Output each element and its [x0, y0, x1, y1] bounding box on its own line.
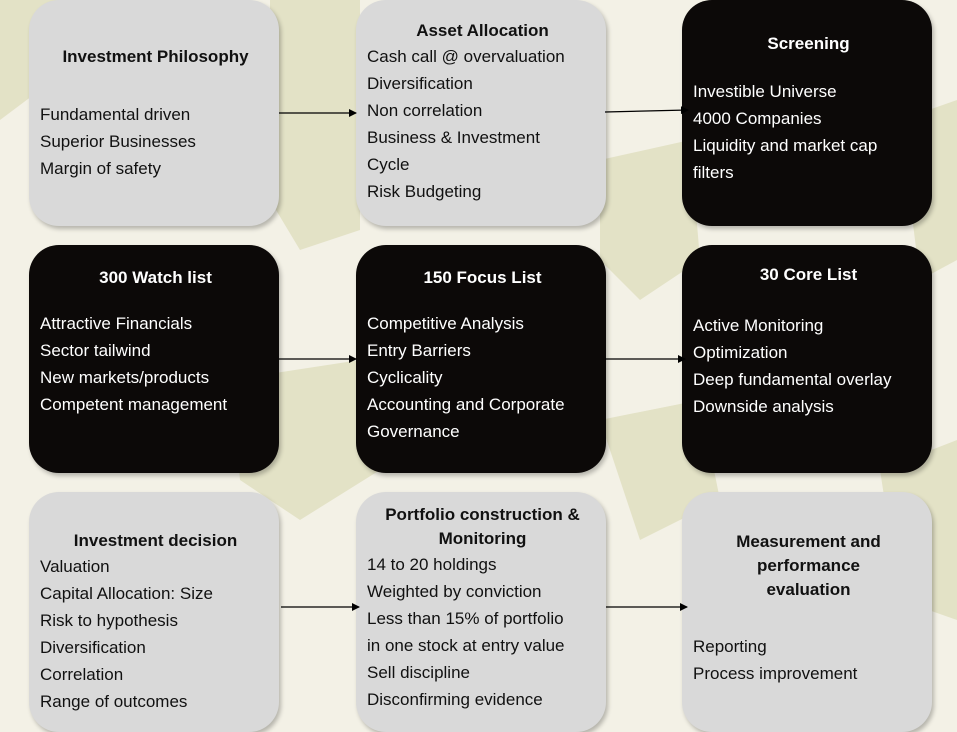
box-line: Range of outcomes — [40, 692, 188, 711]
box-line: Cyclicality — [367, 368, 443, 387]
box-line: 14 to 20 holdings — [367, 555, 497, 574]
box-line: Diversification — [367, 74, 473, 93]
box-300-watch-list: 300 Watch list Attractive Financials Sec… — [29, 245, 279, 473]
box-line: Competitive Analysis — [367, 314, 524, 333]
box-line: Reporting — [693, 637, 767, 656]
box-line: Fundamental driven — [40, 105, 191, 124]
box-lines: Investible Universe 4000 Companies Liqui… — [693, 78, 924, 186]
box-line: Risk Budgeting — [367, 182, 482, 201]
box-line: Attractive Financials — [40, 314, 193, 333]
box-title: Screening — [767, 34, 850, 53]
box-line: Business & Investment — [367, 128, 540, 147]
box-title: Investment Philosophy — [62, 47, 249, 66]
box-investment-decision: Investment decision Valuation Capital Al… — [29, 492, 279, 732]
box-150-focus-list: 150 Focus List Competitive Analysis Entr… — [356, 245, 606, 473]
box-line: Weighted by conviction — [367, 582, 542, 601]
box-title: Asset Allocation — [416, 21, 549, 40]
box-line: 4000 Companies — [693, 109, 822, 128]
box-line: New markets/products — [40, 368, 210, 387]
box-line: Non correlation — [367, 101, 483, 120]
box-line: Optimization — [693, 343, 788, 362]
box-lines: Reporting Process improvement — [693, 633, 924, 687]
box-line: Deep fundamental overlay — [693, 370, 892, 389]
box-line: Investible Universe — [693, 82, 837, 101]
box-portfolio-construction: Portfolio construction & Monitoring 14 t… — [356, 492, 606, 732]
box-line: Competent management — [40, 395, 228, 414]
box-line: Disconfirming evidence — [367, 690, 543, 709]
box-asset-allocation: Asset Allocation Cash call @ overvaluati… — [356, 0, 606, 226]
box-lines: Active Monitoring Optimization Deep fund… — [693, 312, 924, 420]
box-line: Active Monitoring — [693, 316, 824, 335]
box-investment-philosophy: Investment Philosophy Fundamental driven… — [29, 0, 279, 226]
box-title: Investment decision — [73, 531, 238, 550]
box-lines: Cash call @ overvaluation Diversificatio… — [367, 43, 598, 205]
box-line: Risk to hypothesis — [40, 611, 178, 630]
box-line: Valuation — [40, 557, 110, 576]
box-line: in one stock at entry value — [367, 636, 565, 655]
box-title: 300 Watch list — [99, 268, 212, 287]
box-line: Entry Barriers — [367, 341, 471, 360]
box-line: Superior Businesses — [40, 132, 196, 151]
box-title: Measurement and performance evaluation — [736, 532, 881, 599]
watermark-shape — [600, 140, 700, 300]
box-line: Sell discipline — [367, 663, 470, 682]
box-line: Less than 15% of portfolio — [367, 609, 564, 628]
box-lines: 14 to 20 holdings Weighted by conviction… — [367, 551, 598, 713]
box-lines: Fundamental driven Superior Businesses M… — [40, 101, 271, 182]
box-line: Liquidity and market cap — [693, 136, 878, 155]
box-line: Accounting and Corporate — [367, 395, 565, 414]
box-line: Cash call @ overvaluation — [367, 47, 565, 66]
box-title: Portfolio construction & Monitoring — [385, 505, 580, 548]
box-line: Governance — [367, 422, 460, 441]
box-line: filters — [693, 163, 734, 182]
box-line: Correlation — [40, 665, 124, 684]
box-line: Process improvement — [693, 664, 858, 683]
box-title: 30 Core List — [759, 265, 858, 284]
box-line: Diversification — [40, 638, 146, 657]
box-title: 150 Focus List — [423, 268, 542, 287]
box-30-core-list: 30 Core List Active Monitoring Optimizat… — [682, 245, 932, 473]
box-line: Downside analysis — [693, 397, 834, 416]
watermark-shape — [270, 0, 360, 250]
box-line: Sector tailwind — [40, 341, 151, 360]
box-measurement-evaluation: Measurement and performance evaluation R… — [682, 492, 932, 732]
box-lines: Competitive Analysis Entry Barriers Cycl… — [367, 310, 598, 445]
box-line: Margin of safety — [40, 159, 161, 178]
box-line: Capital Allocation: Size — [40, 584, 213, 603]
box-line: Cycle — [367, 155, 410, 174]
box-lines: Attractive Financials Sector tailwind Ne… — [40, 310, 271, 418]
box-lines: Valuation Capital Allocation: Size Risk … — [40, 553, 271, 715]
box-screening: Screening Investible Universe 4000 Compa… — [682, 0, 932, 226]
